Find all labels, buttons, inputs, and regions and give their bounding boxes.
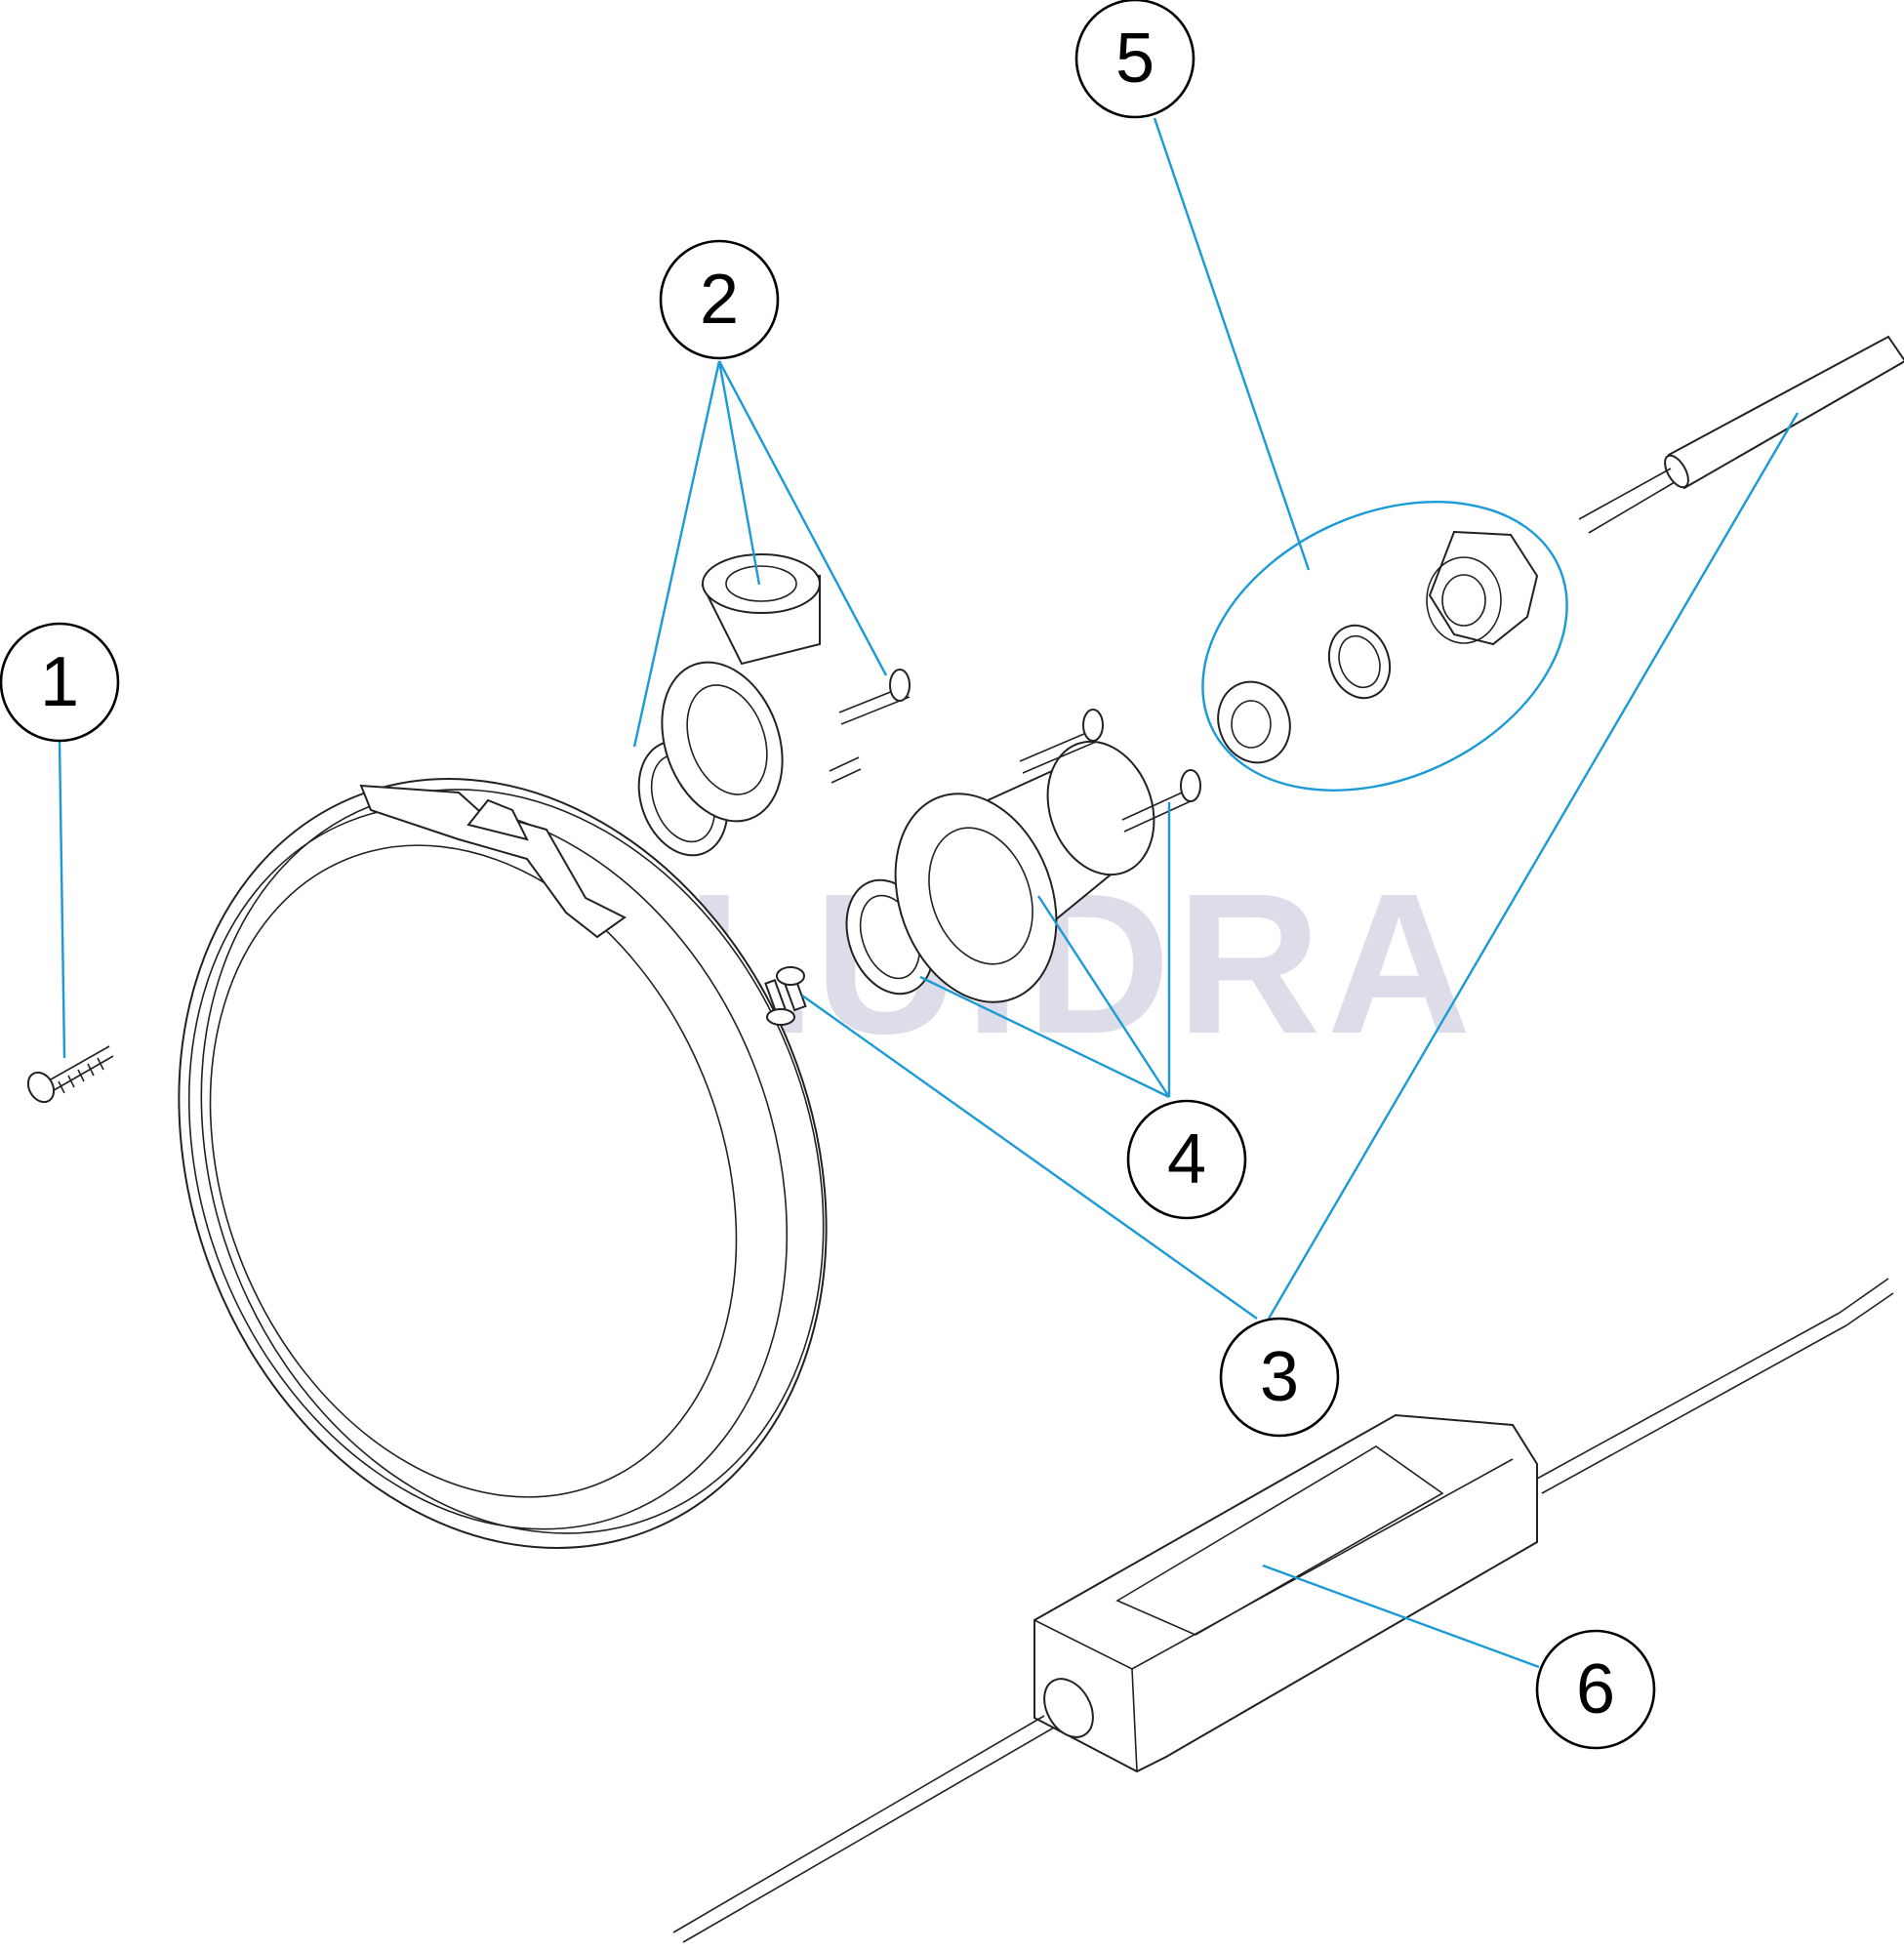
svg-text:3: 3 [1260, 1338, 1299, 1416]
cable-part-3 [1578, 335, 1904, 534]
callout-5: 5 [1074, 0, 1195, 119]
elbow-fitting-part-2 [637, 553, 911, 857]
flange-fitting-part-4 [845, 709, 1201, 1003]
callout-3: 3 [1219, 1317, 1340, 1438]
callout-2: 2 [659, 239, 780, 360]
screw-part-1 [26, 1045, 114, 1104]
svg-text:4: 4 [1167, 1120, 1206, 1199]
power-supply-part-6 [672, 1278, 1894, 1943]
lamp-body [178, 778, 828, 1549]
svg-text:6: 6 [1576, 1650, 1615, 1728]
callout-6: 6 [1535, 1629, 1656, 1750]
svg-text:5: 5 [1115, 20, 1155, 98]
cable-gland-part-5 [1217, 530, 1539, 764]
leader-lines [58, 117, 1800, 1669]
callout-4: 4 [1126, 1099, 1247, 1220]
screws-part-3 [764, 966, 807, 1026]
svg-text:2: 2 [700, 261, 739, 339]
svg-text:1: 1 [40, 643, 79, 721]
callout-1: 1 [0, 622, 120, 743]
